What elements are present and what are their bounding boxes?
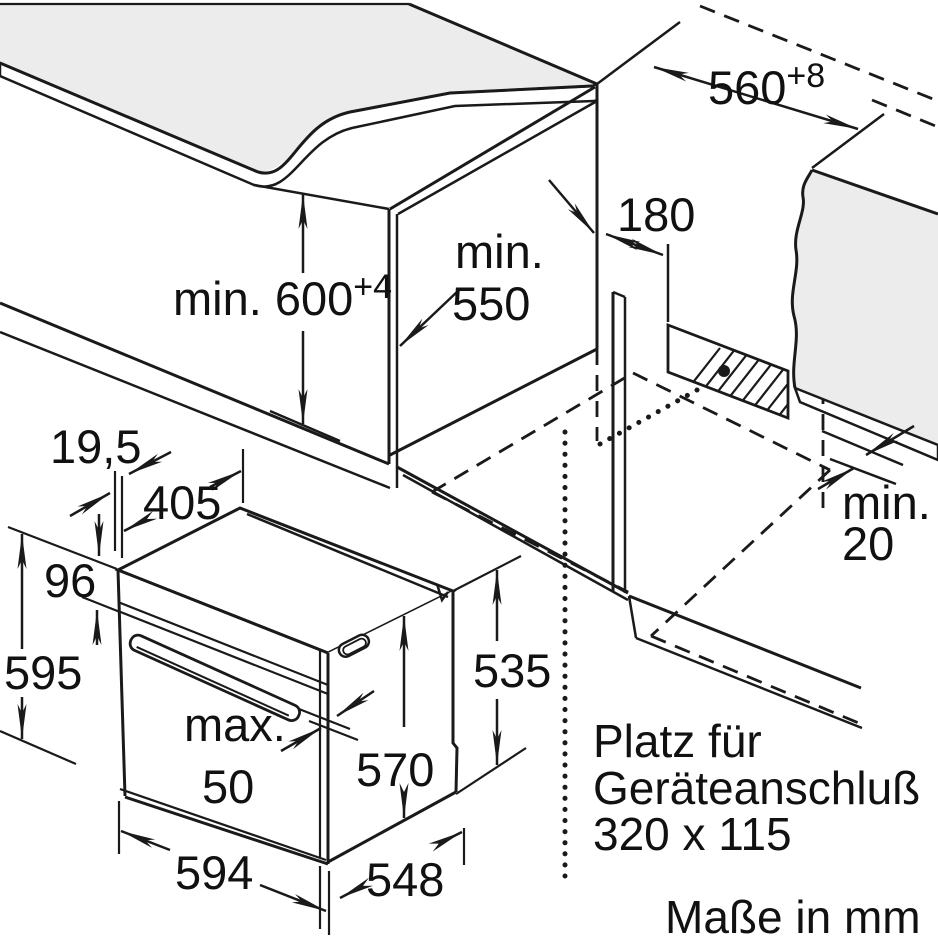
connection-point-dot	[718, 365, 730, 377]
dim-niche-depth-label-2: 550	[452, 277, 530, 330]
units-note: Maße in mm	[665, 891, 921, 938]
oven-handle	[128, 633, 301, 722]
dim-front-overlap: 19,5	[50, 420, 172, 558]
dimensions: min. 600+4 min. 550 180 560+8 min. 20	[0, 20, 931, 935]
dim-rear-gap: min. 20	[817, 424, 931, 570]
connection-note-line-1: Platz für	[593, 715, 762, 767]
dim-niche-depth-label-1: min.	[455, 225, 544, 278]
dim-top-depth-label: 405	[143, 476, 221, 529]
oven-right-face	[328, 591, 457, 862]
dim-handle-depth: max. 50	[184, 689, 375, 813]
dim-rear-gap-label-1: min.	[842, 476, 931, 529]
dim-front-height: 595	[0, 534, 82, 766]
dim-body-depth: 548	[339, 828, 466, 906]
annotation-notes: Platz für Geräteanschluß 320 x 115 Maße …	[593, 715, 921, 938]
dim-niche-width: 560+8	[596, 20, 885, 169]
niche-hidden-edges	[431, 371, 862, 726]
dim-niche-height-label: min. 600+4	[173, 268, 392, 325]
dim-front-overlap-label: 19,5	[50, 420, 141, 473]
door-bottom-gap	[119, 787, 327, 862]
dim-niche-height: min. 600+4	[173, 194, 392, 443]
dim-panel-height: 96	[7, 514, 121, 645]
connection-note-line-2: Geräteanschluß	[593, 762, 920, 814]
dim-body-height-label: 570	[356, 743, 434, 796]
dim-niche-width-label: 560+8	[708, 57, 825, 114]
dim-connection-offset-label: 180	[617, 188, 695, 241]
dim-body-depth-label: 548	[366, 853, 444, 906]
connection-note-line-3: 320 x 115	[593, 808, 792, 860]
dim-panel-height-label: 96	[44, 554, 96, 607]
cabinet-niche	[0, 4, 938, 879]
rear-panel-break-wave	[790, 169, 814, 389]
countertop	[0, 2, 599, 188]
dim-front-width: 594	[117, 801, 331, 935]
dim-handle-depth-label-2: 50	[202, 760, 254, 813]
niche-left-wall-top-edge	[389, 85, 596, 211]
control-panel-gap	[117, 600, 329, 687]
dim-rear-gap-label-2: 20	[842, 517, 894, 570]
side-vent-hole	[337, 633, 371, 658]
niche-left-wall-bottom-edge	[389, 347, 598, 457]
dim-rear-height-label: 535	[473, 644, 551, 697]
dim-connection-offset: 180	[605, 188, 695, 322]
dim-handle-depth-label-1: max.	[184, 698, 286, 751]
rear-wall-panel	[790, 168, 938, 486]
niche-floor-front-edge	[396, 465, 629, 595]
plinth-edge	[628, 594, 862, 690]
dim-front-height-label: 595	[4, 646, 82, 699]
countertop-surface	[0, 4, 597, 173]
dim-front-width-label: 594	[175, 846, 253, 899]
dim-top-depth: 405	[123, 449, 245, 533]
dim-rear-height: 535	[452, 555, 551, 795]
dim-niche-depth: min. 550	[399, 179, 595, 347]
oven	[114, 506, 459, 866]
oven-front-face	[118, 570, 328, 864]
dim-body-height: 570	[356, 616, 434, 818]
